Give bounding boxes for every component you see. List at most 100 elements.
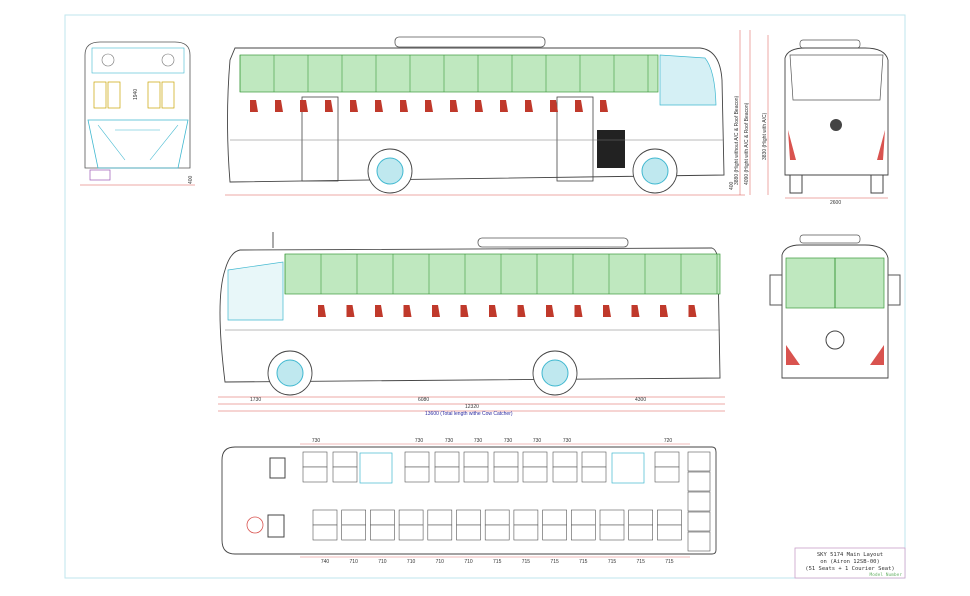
ground-clearance: 400 bbox=[729, 181, 735, 190]
side-view-driver-side bbox=[219, 232, 721, 396]
seat-pair bbox=[522, 451, 548, 483]
seat-profile bbox=[500, 100, 508, 112]
seat-profile bbox=[350, 100, 358, 112]
top-pitch-label: 730 bbox=[312, 438, 321, 444]
rear-overhang-dim: 4300 bbox=[635, 397, 646, 403]
rear-seat bbox=[687, 531, 711, 552]
seat-pair bbox=[434, 451, 460, 483]
seat-pair bbox=[370, 509, 395, 541]
seat-profile bbox=[603, 305, 611, 317]
bottom-pitch-label: 710 bbox=[350, 559, 359, 565]
bottom-pitch-label: 715 bbox=[550, 559, 559, 565]
seat-pair bbox=[581, 451, 607, 483]
seat-pair bbox=[654, 451, 680, 483]
seat-profile bbox=[300, 100, 308, 112]
seat-profile bbox=[275, 100, 283, 112]
rear-dim-a: 1940 bbox=[133, 89, 139, 100]
height-with-ac: 4090 (Hight with A/C & Roof Beacon) bbox=[744, 102, 750, 185]
title-block: SKY 5174 Main Layout on (Airon 12SB-00) … bbox=[794, 547, 906, 579]
seat-pair bbox=[427, 509, 453, 541]
title-signature: Model Number bbox=[869, 572, 902, 578]
seat-pair bbox=[456, 509, 481, 541]
bottom-pitch-label: 715 bbox=[579, 559, 588, 565]
seat-profile bbox=[546, 305, 554, 317]
seat-profile bbox=[450, 100, 458, 112]
seat-pair bbox=[302, 451, 328, 483]
door-step bbox=[359, 452, 393, 484]
bottom-pitch-label: 710 bbox=[407, 559, 416, 565]
bottom-pitch-label: 710 bbox=[464, 559, 473, 565]
bottom-pitch-label: 715 bbox=[637, 559, 646, 565]
seat-profile bbox=[600, 100, 608, 112]
rear-seat bbox=[687, 511, 711, 532]
top-pitch-label: 720 bbox=[664, 438, 673, 444]
height-without-ac: 3880 (Hight without A/C & Roof Beacon) bbox=[734, 95, 740, 185]
top-pitch-label: 730 bbox=[533, 438, 542, 444]
wheel bbox=[532, 350, 578, 396]
wheel bbox=[267, 350, 313, 396]
seat-pair bbox=[341, 509, 367, 541]
seat-pair bbox=[570, 509, 596, 541]
seat-pair bbox=[398, 509, 424, 541]
seat-profile bbox=[660, 305, 668, 317]
seat-profile bbox=[688, 305, 697, 317]
seat-pair bbox=[542, 509, 567, 541]
door-step bbox=[611, 452, 645, 484]
total-length-dim: 13600 (Total length withe Cow Catcher) bbox=[425, 411, 513, 417]
seat-profile bbox=[550, 100, 558, 112]
front-width: 2600 bbox=[830, 200, 841, 206]
seat-profile bbox=[432, 305, 440, 317]
rear-seat bbox=[687, 491, 711, 512]
front-height: 3830 (Hight with A/C) bbox=[762, 112, 768, 160]
front-view: 3830 (Hight with A/C) 2600 bbox=[762, 35, 889, 206]
seat-pair bbox=[463, 451, 489, 483]
seat-pair bbox=[312, 509, 338, 541]
seat-profile bbox=[574, 305, 583, 317]
title-line-3: (51 Seats + 1 Courier Seat) bbox=[805, 566, 894, 572]
seat-profile bbox=[346, 305, 355, 317]
rear-seat bbox=[687, 451, 711, 472]
length-dimensions: 1730 6080 12320 4300 13600 (Total length… bbox=[218, 396, 725, 417]
seat-profile bbox=[403, 305, 412, 317]
wheel bbox=[632, 148, 678, 194]
drawing-frame bbox=[64, 14, 906, 579]
seat-profile bbox=[525, 100, 533, 112]
seat-pair bbox=[493, 451, 519, 483]
rear-view: 1940 400 bbox=[80, 41, 195, 186]
body-length-dim: 12320 bbox=[465, 404, 479, 410]
bottom-pitch-label: 710 bbox=[436, 559, 445, 565]
seat-pair bbox=[332, 451, 358, 483]
top-pitch-label: 730 bbox=[504, 438, 513, 444]
seat-profile bbox=[517, 305, 526, 317]
bottom-pitch-label: 715 bbox=[608, 559, 617, 565]
seat-pair bbox=[484, 509, 510, 541]
bottom-pitch-label: 740 bbox=[321, 559, 330, 565]
seat-profile bbox=[318, 305, 326, 317]
seat-pair bbox=[552, 451, 578, 483]
seat-profile bbox=[631, 305, 640, 317]
bottom-pitch-label: 710 bbox=[378, 559, 387, 565]
side-view-door-side: 3880 (Hight without A/C & Roof Beacon) 4… bbox=[225, 30, 751, 196]
seat-pair bbox=[599, 509, 625, 541]
seat-profile bbox=[375, 305, 383, 317]
bottom-pitch-label: 715 bbox=[522, 559, 531, 565]
seat-profile bbox=[375, 100, 383, 112]
front-overhang-dim: 1730 bbox=[250, 397, 261, 403]
seat-profile bbox=[475, 100, 483, 112]
seat-pair bbox=[513, 509, 539, 541]
rear-dim-b: 400 bbox=[188, 175, 194, 184]
rear-seat bbox=[687, 471, 711, 492]
wheel bbox=[367, 148, 413, 194]
seat-pair bbox=[404, 451, 430, 483]
top-pitch-label: 730 bbox=[563, 438, 572, 444]
wheelbase-dim: 6080 bbox=[418, 397, 429, 403]
seat-pair bbox=[657, 509, 682, 541]
seat-profile bbox=[325, 100, 333, 112]
seat-pair bbox=[628, 509, 654, 541]
bottom-pitch-label: 715 bbox=[493, 559, 502, 565]
title-line-1: SKY 5174 Main Layout bbox=[817, 552, 883, 558]
title-line-2: on (Airon 12SB-00) bbox=[820, 559, 880, 565]
seat-profile bbox=[250, 100, 258, 112]
